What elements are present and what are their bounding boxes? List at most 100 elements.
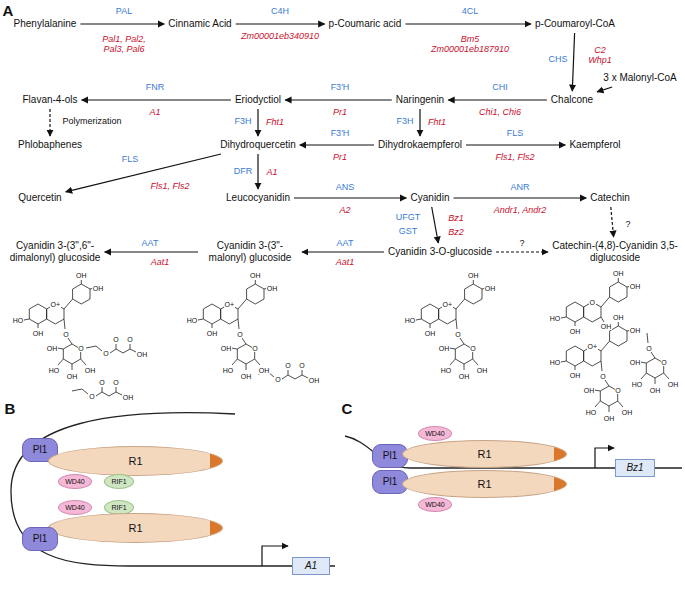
r1-tip (210, 447, 222, 475)
pathway-arrow (285, 99, 392, 100)
atom-label: OH (649, 387, 661, 394)
pathway-arrow (611, 207, 614, 237)
pathway-arrow (105, 251, 199, 252)
bond (575, 322, 576, 326)
pathway-arrow (80, 23, 164, 24)
node-text: Quercetin (18, 192, 61, 203)
bond (651, 352, 655, 358)
gene-label: Pr1 (333, 152, 347, 162)
bond (24, 319, 29, 320)
bond (96, 346, 102, 351)
gene-label: Pal1, Pal2, Pal3, Pal6 (93, 34, 155, 55)
gene-label: Zm00001eb340910 (241, 31, 319, 41)
node-text: Chalcone (551, 94, 593, 105)
node-text: Pl1 (33, 445, 47, 455)
ring (73, 284, 90, 304)
metabolite-label: Cyanidin 3-O-glucoside (386, 245, 494, 259)
bond (456, 319, 457, 329)
bond (282, 375, 288, 379)
atom-label: OH (66, 373, 78, 380)
atom-label: OH (92, 285, 104, 292)
atom-label: HO (48, 367, 60, 374)
atom-label: O (661, 359, 667, 366)
atom-label: HO (440, 367, 452, 374)
atom-label: O (299, 362, 305, 369)
pathway-arrow (300, 144, 374, 145)
bond (81, 280, 82, 284)
atom-label: HO (404, 317, 416, 324)
ring (610, 282, 627, 302)
dna-strand (11, 413, 335, 566)
bond (618, 401, 623, 407)
bond (618, 322, 619, 326)
enzyme-label: PAL (115, 7, 133, 17)
pl1-protein: Pl1 (22, 527, 58, 551)
bond (130, 349, 136, 352)
node-text: R1 (128, 456, 142, 467)
node-text: Pl1 (33, 534, 47, 544)
atom-label: OH (613, 314, 625, 321)
atom-label: OH (629, 359, 641, 366)
node-text: Naringenin (396, 94, 444, 105)
atom-label: OH (468, 272, 480, 279)
ring (610, 326, 627, 346)
metabolite-label: Catechin (588, 191, 631, 205)
atom-label: OH (484, 285, 496, 292)
node-text: A1 (305, 561, 317, 571)
enzyme-label: ANR (509, 183, 530, 193)
pathway-arrow (572, 33, 574, 91)
enzyme-label: GST (399, 227, 418, 237)
bond (302, 370, 303, 375)
ring (465, 284, 482, 304)
atom-label: OH (46, 345, 58, 352)
gene-label: Chi1, Chi6 (479, 107, 521, 117)
gene-label: Fls1, Fls2 (495, 152, 534, 162)
metabolite-label: Kaempferol (567, 138, 622, 152)
bond (72, 364, 73, 370)
bond (57, 348, 63, 349)
pathway-arrow (405, 23, 531, 24)
bond (288, 375, 295, 379)
bond (123, 349, 130, 353)
bond (255, 280, 256, 284)
atom-label: OH (32, 330, 44, 337)
atom-label: O (237, 331, 243, 338)
enzyme-label: F3H (395, 117, 414, 127)
pathway-arrow (294, 197, 407, 198)
enzyme-label: UFGT (395, 213, 422, 223)
bond (86, 346, 96, 348)
r1-tip (210, 514, 222, 542)
enzyme-label: DFR (233, 167, 254, 177)
atom-label: OH (76, 272, 88, 279)
bond (116, 349, 123, 353)
bond (38, 324, 39, 328)
atom-label: O (127, 336, 133, 343)
bond (64, 319, 65, 329)
metabolite-label: Cinnamic Acid (166, 17, 233, 31)
node-text: RIF1 (111, 478, 126, 485)
pathway-arrow (466, 144, 565, 145)
atom-label: OH (220, 345, 232, 352)
atom-label: HO (585, 409, 597, 416)
node-text: Pl1 (383, 451, 397, 461)
atom-label: O (589, 299, 595, 306)
bond (601, 361, 602, 371)
atom-label: O+ (50, 301, 61, 308)
atom-label: OH (600, 323, 612, 330)
atom-label: OH (258, 367, 270, 374)
bond (242, 338, 246, 344)
atom-label: HO (222, 367, 234, 374)
ring (421, 304, 438, 324)
bond (232, 359, 237, 365)
bond (81, 359, 86, 365)
node-text: WD40 (425, 501, 444, 508)
bond (102, 392, 109, 396)
enzyme-label: ANS (335, 183, 356, 193)
bond (238, 299, 247, 309)
enzyme-label: FLS (506, 129, 525, 139)
bond (641, 373, 646, 379)
pathway-arrow (496, 251, 548, 252)
metabolite-label: Eriodyctiol (233, 93, 283, 107)
gene-label: Bz2 (448, 227, 464, 237)
